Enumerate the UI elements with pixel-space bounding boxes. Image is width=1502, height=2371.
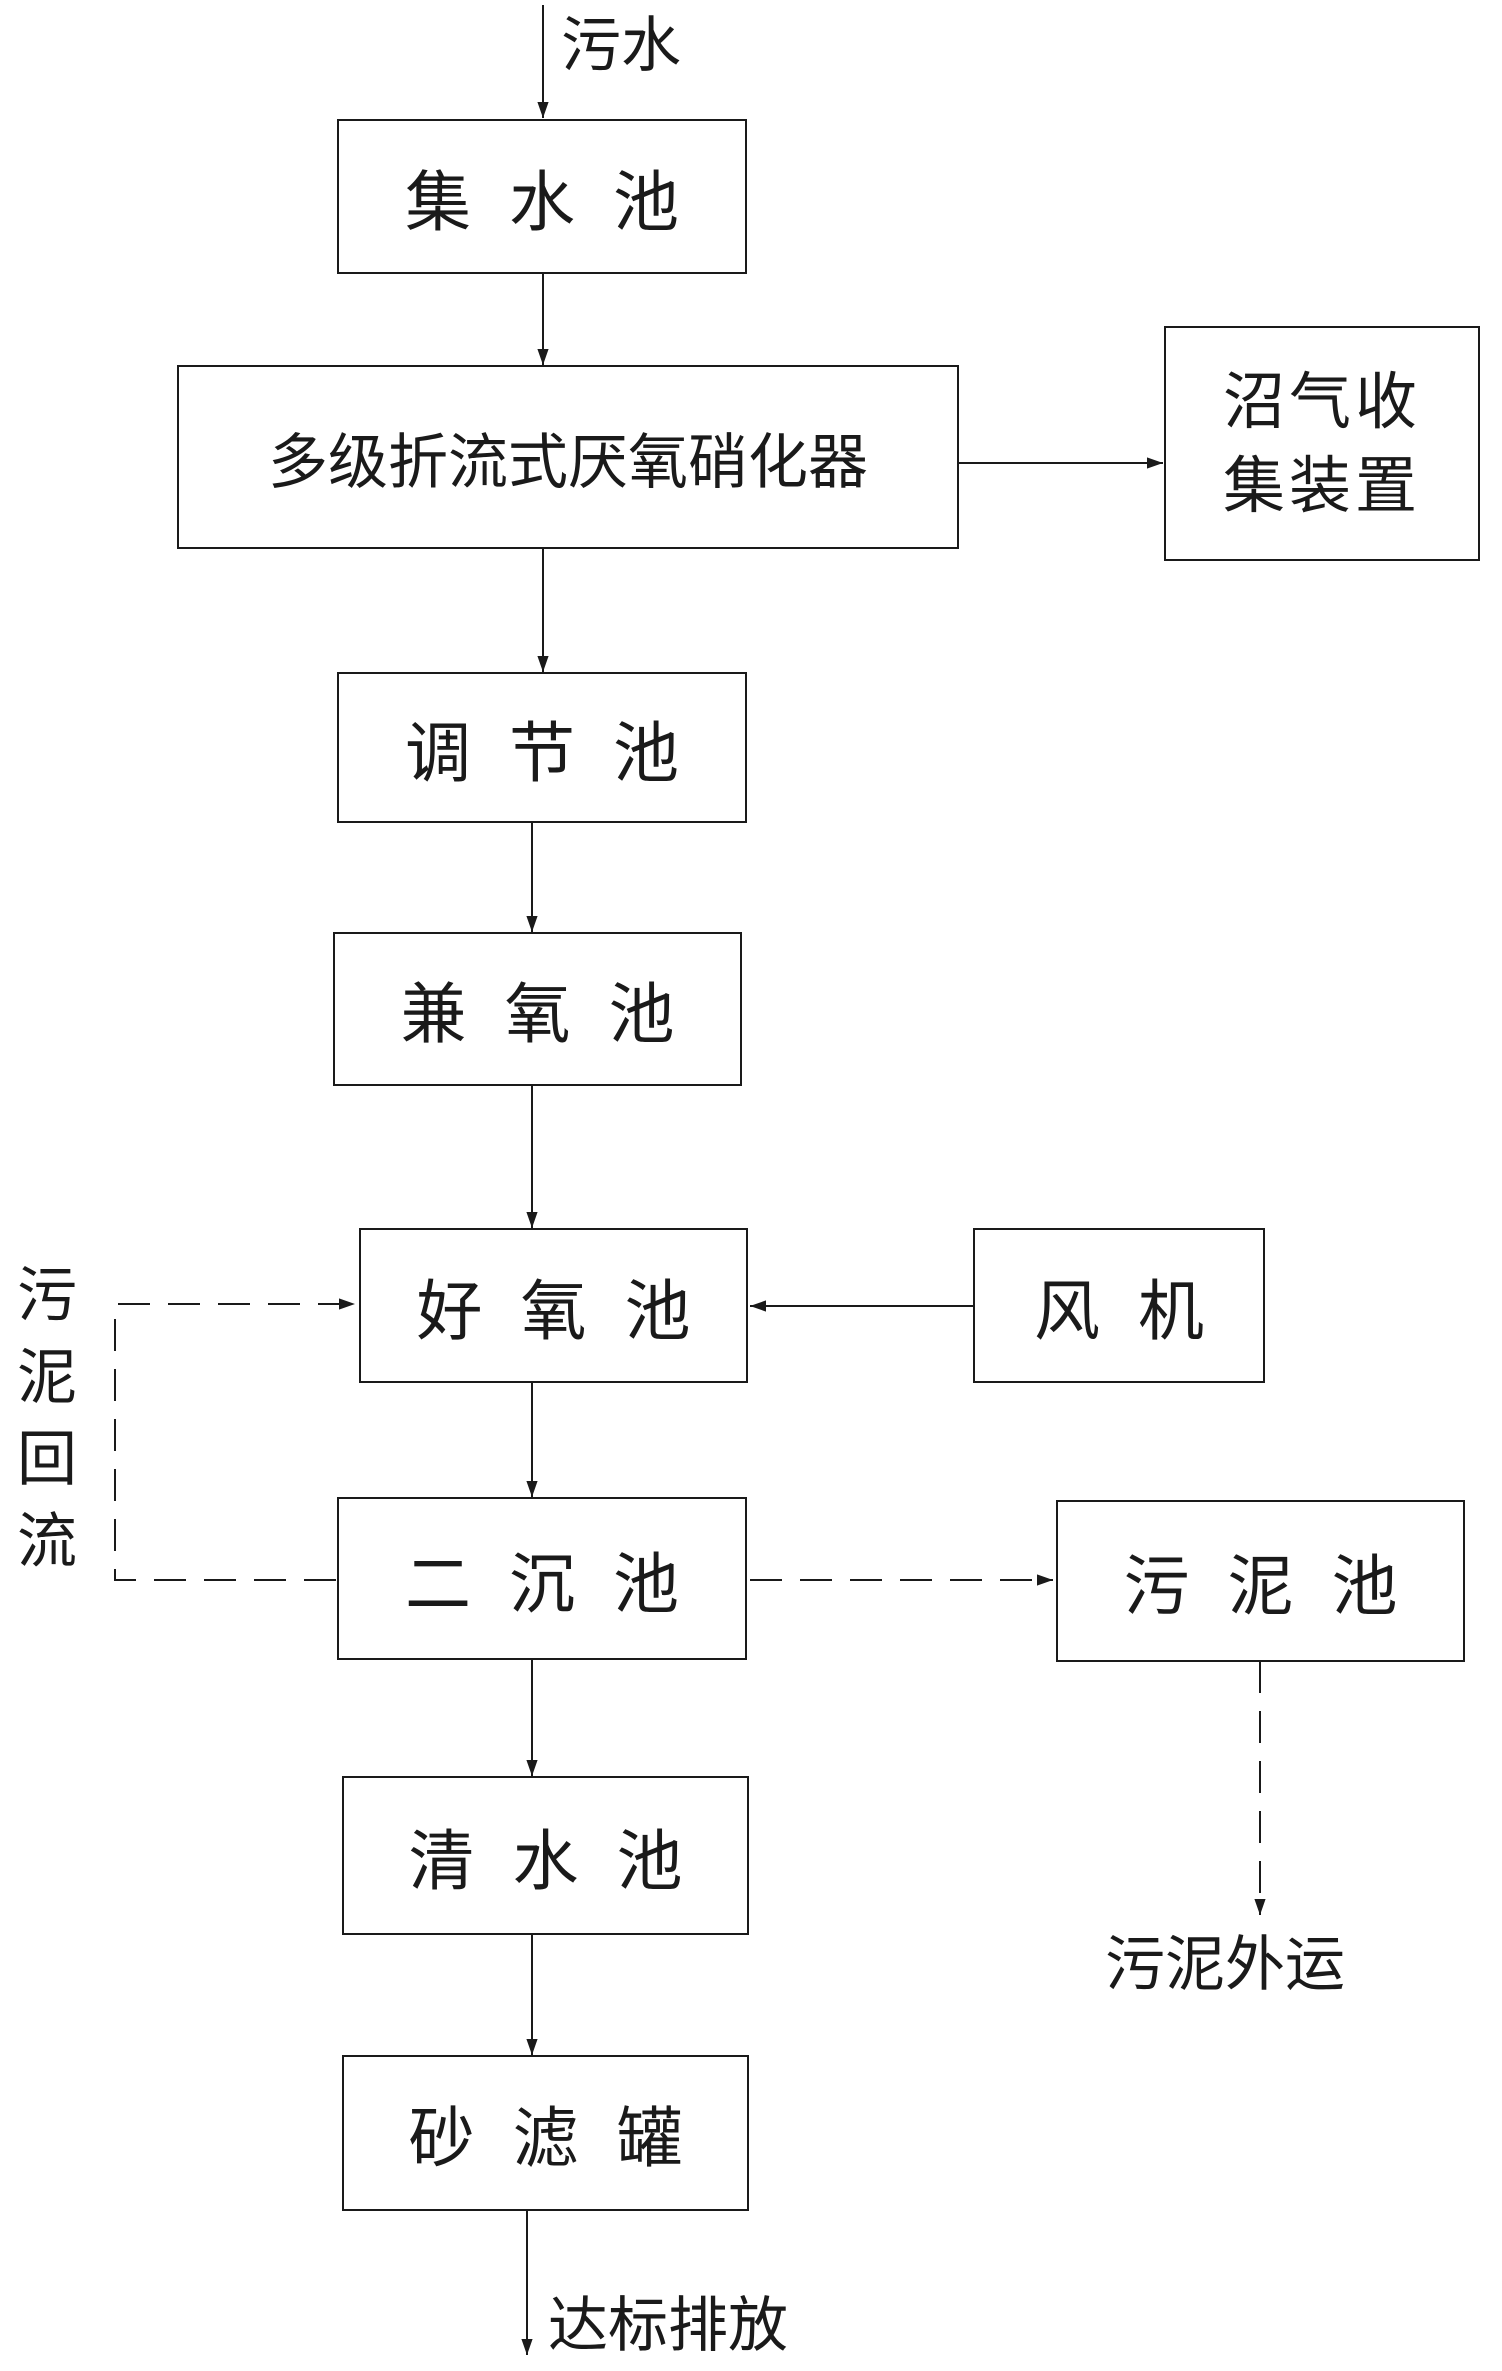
- anoxic-tank-box: 兼氧池: [333, 932, 742, 1086]
- gas-collection-line-1: 沼气收: [1222, 364, 1421, 438]
- secondary-clarifier-label: 二沉池: [405, 1545, 717, 1623]
- fan-label: 风机: [1034, 1272, 1242, 1350]
- sludge-return-label: 污 泥 回 流: [12, 1255, 82, 1583]
- sludge-tank-box: 污泥池: [1056, 1500, 1465, 1662]
- fan-box: 风机: [973, 1228, 1265, 1383]
- sludge-return-char-3: 回: [17, 1425, 77, 1495]
- sludge-return-line: [114, 1298, 355, 1581]
- discharge-label: 达标排放: [548, 2291, 788, 2361]
- clear-water-tank-label: 清水池: [408, 1822, 721, 1900]
- sludge-outbound-label: 污泥外运: [1105, 1930, 1345, 2000]
- sludge-tank-label: 污泥池: [1123, 1548, 1436, 1625]
- gas-collection-box: 沼气收 集装置: [1164, 326, 1480, 561]
- regulating-tank-box: 调节池: [337, 672, 747, 823]
- aerobic-tank-box: 好氧池: [359, 1228, 748, 1383]
- sludge-return-char-4: 流: [17, 1507, 77, 1577]
- inflow-label: 污水: [561, 11, 681, 81]
- clear-water-tank-box: 清水池: [342, 1776, 749, 1935]
- regulating-tank-label: 调节池: [405, 714, 717, 792]
- anaerobic-reactor-box: 多级折流式厌氧硝化器: [177, 365, 959, 549]
- gas-collection-line-2: 集装置: [1222, 448, 1421, 522]
- sludge-return-char-1: 污: [17, 1261, 77, 1331]
- anoxic-tank-label: 兼氧池: [400, 976, 713, 1053]
- sand-filter-label: 砂滤罐: [408, 2100, 721, 2177]
- sand-filter-box: 砂滤罐: [342, 2055, 749, 2211]
- sludge-return-char-2: 泥: [17, 1343, 77, 1413]
- collection-tank-label: 集水池: [405, 163, 717, 241]
- anaerobic-reactor-label: 多级折流式厌氧硝化器: [268, 427, 868, 498]
- aerobic-tank-label: 好氧池: [416, 1272, 729, 1350]
- secondary-clarifier-box: 二沉池: [337, 1497, 747, 1660]
- collection-tank-box: 集水池: [337, 119, 747, 274]
